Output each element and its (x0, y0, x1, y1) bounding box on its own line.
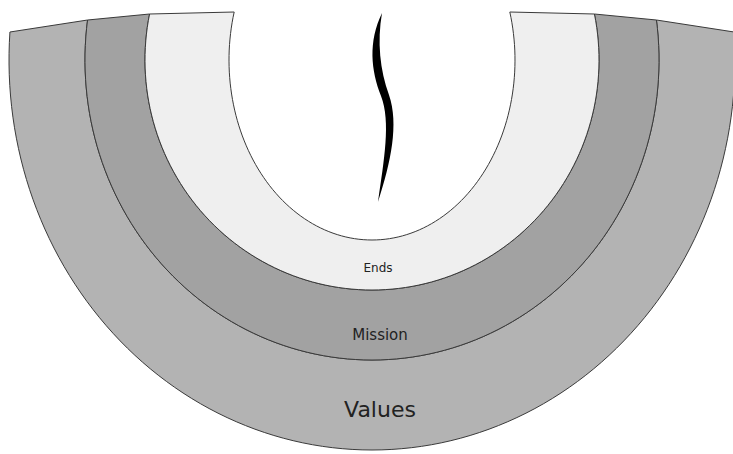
label-holder: Values (344, 398, 416, 422)
label-holder: Mission (352, 326, 408, 344)
band-label: Values (344, 398, 416, 422)
band-shape (145, 12, 599, 290)
flame-shape (372, 13, 393, 202)
band-label: Ends (363, 262, 392, 275)
band-label: Mission (352, 327, 408, 344)
label-holder: Ends (363, 258, 392, 276)
